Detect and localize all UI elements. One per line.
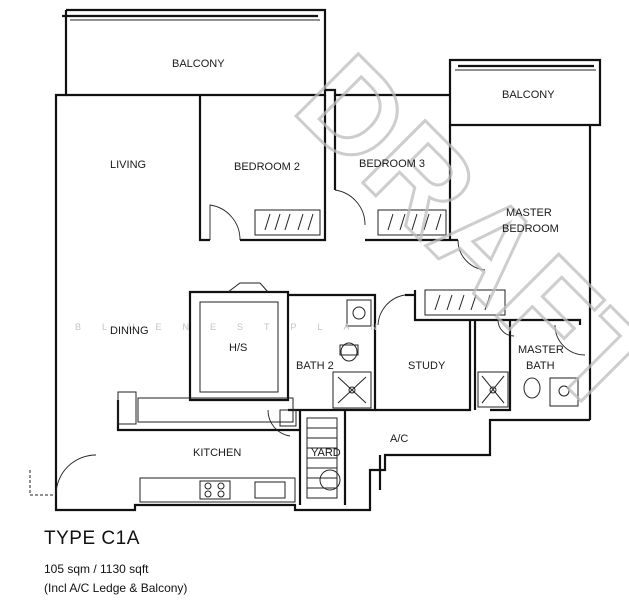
balcony-left-label: BALCONY [172,58,225,70]
yard-label: YARD [311,447,341,459]
bath-2-label: BATH 2 [296,360,334,372]
ac-label: A/C [390,433,408,445]
master-bedroom-label-line1: MASTER [506,207,552,219]
unit-type-title: TYPE C1A [44,528,140,549]
fixtures [70,19,596,503]
living-label: LIVING [110,159,146,171]
balcony-right-label: BALCONY [502,89,555,101]
walls [54,8,602,512]
hs-label: H/S [229,342,247,354]
doors [29,189,586,496]
unit-area: 105 sqm / 1130 sqft [44,562,149,576]
master-bath-label-line1: MASTER [518,344,564,356]
kitchen-label: KITCHEN [193,447,241,459]
master-bath-label-line2: BATH [526,360,555,372]
watermark-small: BLUENESTPLAN [75,322,398,332]
unit-area-note: (Incl A/C Ledge & Balcony) [44,581,188,595]
dining-label: DINING [110,325,149,337]
master-bedroom-label-line2: BEDROOM [502,223,559,235]
bedroom-2-label: BEDROOM 2 [234,161,300,173]
room-labels: BALCONY BALCONY LIVING BEDROOM 2 BEDROOM… [110,58,564,459]
study-label: STUDY [408,360,446,372]
bedroom-3-label: BEDROOM 3 [359,158,425,170]
